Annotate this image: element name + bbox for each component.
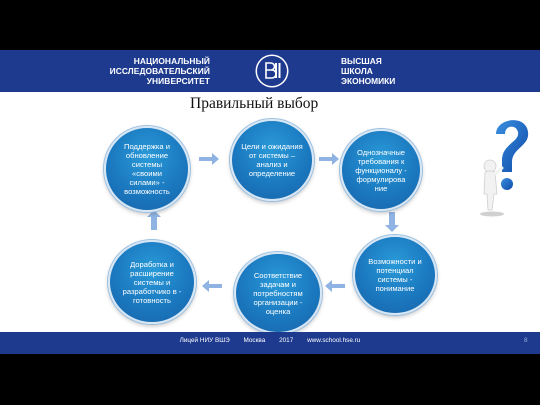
cycle-node-requirements: Однозначные требования к функционалу - ф…: [340, 129, 422, 211]
cycle-node-compliance: Соответствие задачам и потребностям орга…: [234, 252, 322, 334]
footer-city: Москва: [243, 337, 266, 344]
cycle-node-label: Цели и ожидания от системы – анализ и оп…: [241, 142, 303, 178]
cycle-node-capabilities: Возможности и потенциал системы - понима…: [353, 235, 437, 315]
header-left-line-2: ИССЛЕДОВАТЕЛЬСКИЙ: [109, 66, 210, 76]
header-left-line-3: УНИВЕРСИТЕТ: [146, 76, 210, 86]
cycle-arrow-icon: [319, 153, 339, 165]
university-name-right: ВЫСШАЯ ШКОЛА ЭКОНОМИКИ: [341, 56, 441, 86]
cycle-arrow-icon: [199, 153, 219, 165]
cycle-arrow-icon: [325, 280, 345, 292]
footer-url[interactable]: www.school.hse.ru: [307, 337, 361, 344]
header-right-line-2: ШКОЛА: [341, 66, 373, 76]
header-right-line-1: ВЫСШАЯ: [341, 56, 382, 66]
footer-school: Лицей НИУ ВШЭ: [179, 337, 230, 344]
letterbox-bottom: [0, 354, 540, 405]
page-number: 8: [524, 337, 528, 344]
page-title: Правильный выбор: [190, 95, 319, 112]
cycle-node-label: Доработка и расширение системы и разрабо…: [122, 259, 182, 305]
cycle-node-label: Поддержка и обновление системы «своими с…: [124, 142, 170, 196]
cycle-node-label: Соответствие задачам и потребностям орга…: [253, 270, 303, 316]
cycle-arrow-icon: [147, 210, 161, 230]
cycle-node-extension: Доработка и расширение системы и разрабо…: [108, 240, 196, 324]
hse-logo-icon: [255, 54, 289, 88]
footer-year: 2017: [279, 337, 294, 344]
cycle-arrow-icon: [385, 212, 399, 232]
cycle-node-support: Поддержка и обновление системы «своими с…: [104, 126, 190, 212]
question-mark-figure-icon: [480, 120, 529, 217]
footer-bar: [0, 332, 540, 354]
university-name-left: НАЦИОНАЛЬНЫЙ ИССЛЕДОВАТЕЛЬСКИЙ УНИВЕРСИТ…: [80, 56, 210, 86]
header-right-line-3: ЭКОНОМИКИ: [341, 76, 396, 86]
cycle-node-label: Возможности и потенциал системы - понима…: [368, 257, 422, 293]
cycle-node-label: Однозначные требования к функционалу - ф…: [355, 147, 407, 193]
cycle-arrow-icon: [202, 280, 222, 292]
cycle-node-goals: Цели и ожидания от системы – анализ и оп…: [230, 119, 314, 201]
header-left-line-1: НАЦИОНАЛЬНЫЙ: [133, 56, 210, 66]
footer-info: Лицей НИУ ВШЭ Москва 2017 www.school.hse…: [0, 337, 540, 344]
letterbox-top: [0, 0, 540, 50]
